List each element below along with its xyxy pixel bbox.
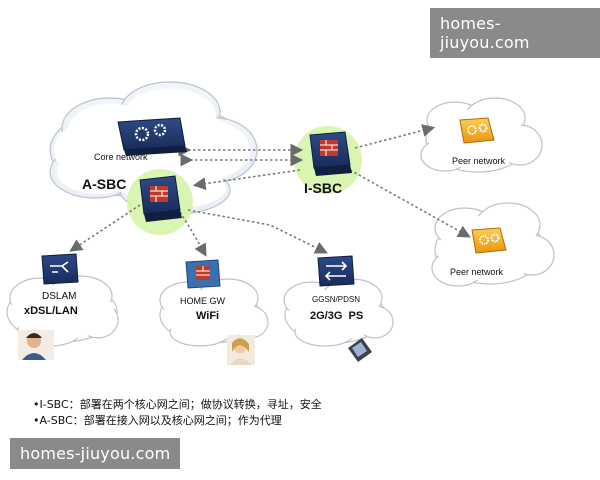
core-router-icon xyxy=(117,117,187,156)
peer-network-label-2: Peer network xyxy=(450,267,504,277)
ggsn-pdsn-label: GGSN/PDSN xyxy=(312,295,361,304)
watermark-top: homes-jiuyou.com xyxy=(430,8,600,58)
legend-i-sbc: •I-SBC：部署在两个核心网之间；做协议转换，寻址，安全 xyxy=(33,398,322,411)
i-sbc-firewall-icon xyxy=(309,131,352,176)
peer-router-icon-2 xyxy=(471,227,507,254)
phone-icon xyxy=(348,338,372,362)
person-icon xyxy=(18,330,54,360)
a-sbc-firewall-icon xyxy=(139,175,182,222)
home-gw-icon xyxy=(185,259,221,289)
home-gw-label: HOME GW xyxy=(180,296,225,306)
a-sbc-label: A-SBC xyxy=(82,176,127,192)
i-sbc-label: I-SBC xyxy=(304,180,343,196)
ggsn-switch-icon xyxy=(317,255,355,287)
core-network-label: Core network xyxy=(94,152,148,162)
dslam-label: DSLAM xyxy=(42,291,77,302)
legend-a-sbc: •A-SBC：部署在接入网以及核心网之间；作为代理 xyxy=(33,414,282,427)
wifi-user-photo-icon xyxy=(227,335,255,365)
mobile-ps-label: 2G/3G PS xyxy=(310,310,364,322)
connection-lines xyxy=(69,124,471,257)
wifi-label: WiFi xyxy=(196,310,220,322)
peer-router-icon-1 xyxy=(459,117,495,144)
dslam-icon xyxy=(41,253,79,285)
peer-network-label-1: Peer network xyxy=(452,156,506,166)
watermark-bottom: homes-jiuyou.com xyxy=(10,438,181,469)
xdsl-lan-label: xDSL/LAN xyxy=(24,305,78,317)
